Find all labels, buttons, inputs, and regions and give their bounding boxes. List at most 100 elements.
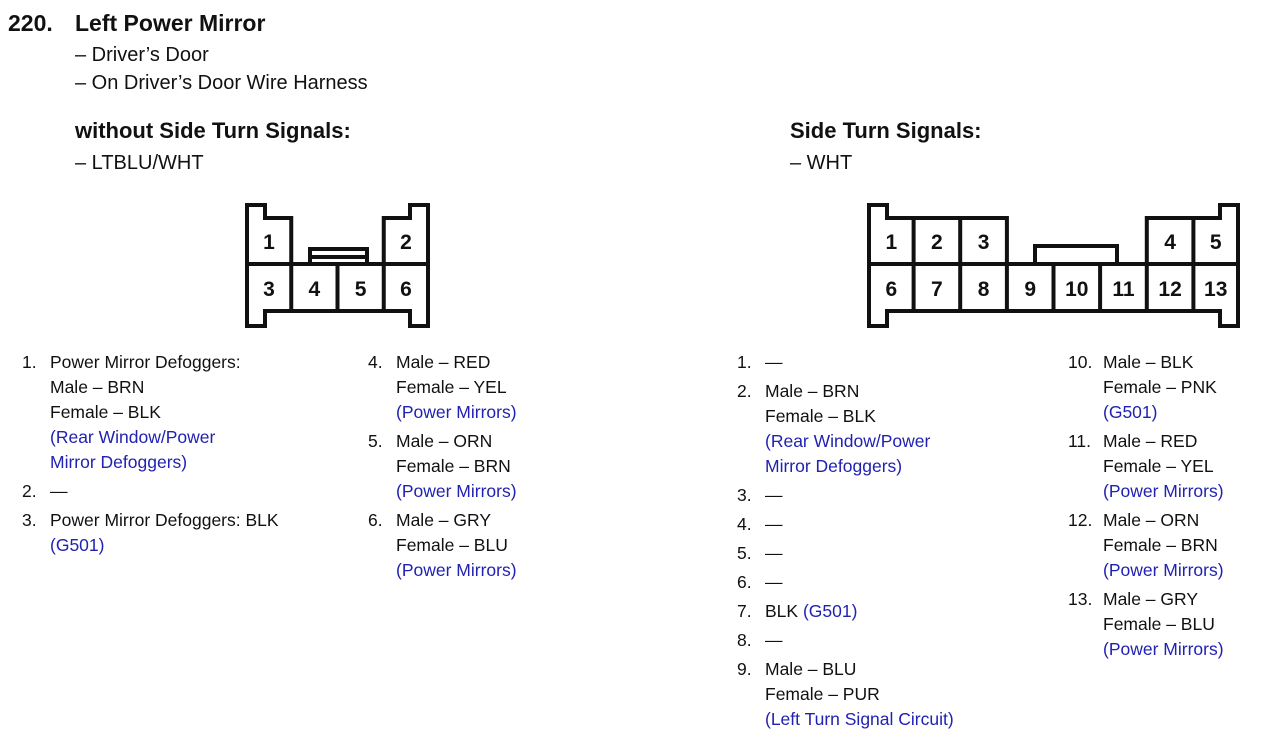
pin-lines: BLK (G501)	[765, 599, 857, 624]
pin-line: (Power Mirrors)	[396, 479, 517, 504]
pin-number: 6.	[737, 572, 752, 592]
pin-number: 7.	[737, 601, 752, 621]
pin-item: 11. Male – RED Female – YEL(Power Mirrors)	[1068, 429, 1263, 504]
pin-line: Male – ORN	[396, 429, 517, 454]
pin-line: BLK (G501)	[765, 599, 857, 624]
pin-number: 5.	[368, 431, 383, 451]
pin-line: (Power Mirrors)	[1103, 479, 1224, 504]
pin-cell-number: 1	[885, 231, 897, 254]
pin-text: —	[765, 543, 783, 563]
circuit-ref: (Power Mirrors)	[396, 560, 517, 580]
circuit-ref: Mirror Defoggers)	[765, 456, 903, 476]
pin-cell-number: 5	[1210, 231, 1222, 254]
pin-text: —	[765, 485, 783, 505]
pin-line: (Rear Window/Power	[765, 429, 930, 454]
pin-line: (Power Mirrors)	[396, 558, 517, 583]
pin-number: 13.	[1068, 589, 1093, 609]
pin-lines: —	[765, 541, 783, 566]
circuit-ref: (Power Mirrors)	[1103, 639, 1224, 659]
pin-line: Female – BRN	[1103, 533, 1224, 558]
pin-number: 1.	[737, 352, 752, 372]
pin-cell-number: 13	[1204, 278, 1227, 301]
pin-line: Female – BLU	[396, 533, 517, 558]
pin-line: Male – BRN	[50, 375, 241, 400]
pin-text: Female – PNK	[1103, 377, 1217, 397]
pin-line: Female – PUR	[765, 682, 954, 707]
pin-line: Male – GRY	[396, 508, 517, 533]
pin-line: (G501)	[50, 533, 279, 558]
pin-text: Male – BLU	[765, 659, 857, 679]
pin-line: (Left Turn Signal Circuit)	[765, 707, 954, 732]
pin-line: (Rear Window/Power	[50, 425, 241, 450]
pin-cell-number: 6	[885, 278, 897, 301]
circuit-ref: Mirror Defoggers)	[50, 452, 188, 472]
connector-outline	[245, 203, 430, 328]
pin-number: 11.	[1068, 431, 1092, 451]
pin-cell-number: 3	[978, 231, 990, 254]
pin-number: 1.	[22, 352, 37, 372]
pin-cell-number: 4	[1164, 231, 1176, 254]
pin-cell-number: 7	[931, 278, 943, 301]
pin-lines: —	[765, 483, 783, 508]
pin-text: Male – RED	[396, 352, 491, 372]
pin-text: Female – BRN	[396, 456, 511, 476]
pin-lines: Power Mirror Defoggers: BLK (G501)	[50, 508, 279, 558]
pin-cell-number: 9	[1024, 278, 1036, 301]
pin-number: 8.	[737, 630, 752, 650]
pin-lines: —	[765, 512, 783, 537]
pin-line: Female – YEL	[1103, 454, 1224, 479]
pin-line: (G501)	[1103, 400, 1217, 425]
connector-diagram-13pin: 1 2 3 4 5 6 7 8 9 10 11 12 13	[867, 203, 1240, 328]
circuit-ref: (G501)	[802, 601, 858, 621]
pin-line: (Power Mirrors)	[1103, 558, 1224, 583]
pin-text: —	[50, 481, 68, 501]
pin-line: Male – ORN	[1103, 508, 1224, 533]
pin-cell-number: 12	[1158, 278, 1181, 301]
wire-color-note: – WHT	[790, 152, 853, 174]
pin-item: 6. —	[737, 570, 1047, 595]
pin-line: Female – BRN	[396, 454, 517, 479]
pin-cell-number: 4	[309, 278, 321, 301]
note-line: – On Driver’s Door Wire Harness	[75, 72, 368, 94]
pin-cell-number: 8	[978, 278, 990, 301]
pin-line: Female – PNK	[1103, 375, 1217, 400]
connector-outline	[867, 203, 1240, 328]
pin-text: Power Mirror Defoggers: BLK	[50, 510, 279, 530]
page-number: 220.	[8, 10, 53, 36]
pin-cell-number: 6	[400, 278, 412, 301]
pin-lines: —	[50, 479, 68, 504]
circuit-ref: (G501)	[50, 535, 105, 555]
pin-line: Female – BLU	[1103, 612, 1224, 637]
pin-number: 6.	[368, 510, 383, 530]
pin-line: Power Mirror Defoggers: BLK	[50, 508, 279, 533]
pin-cell-number: 10	[1065, 278, 1088, 301]
pin-line: Male – BLU	[765, 657, 954, 682]
pin-number: 10.	[1068, 352, 1093, 372]
pin-number: 3.	[22, 510, 37, 530]
pin-text: Female – YEL	[396, 377, 507, 397]
pin-text: Female – PUR	[765, 684, 880, 704]
pin-text: —	[765, 630, 783, 650]
pin-line: Male – RED	[396, 350, 517, 375]
pin-number: 2.	[22, 481, 37, 501]
pin-cell-number: 11	[1112, 278, 1135, 301]
pin-text: Male – BRN	[50, 377, 145, 397]
pin-line: —	[765, 541, 783, 566]
pin-line: —	[765, 570, 783, 595]
pin-line: —	[765, 350, 783, 375]
pin-text: Male – RED	[1103, 431, 1198, 451]
pin-item: 3. Power Mirror Defoggers: BLK (G501)	[22, 508, 352, 558]
pin-text: —	[765, 572, 783, 592]
pin-line: —	[765, 483, 783, 508]
